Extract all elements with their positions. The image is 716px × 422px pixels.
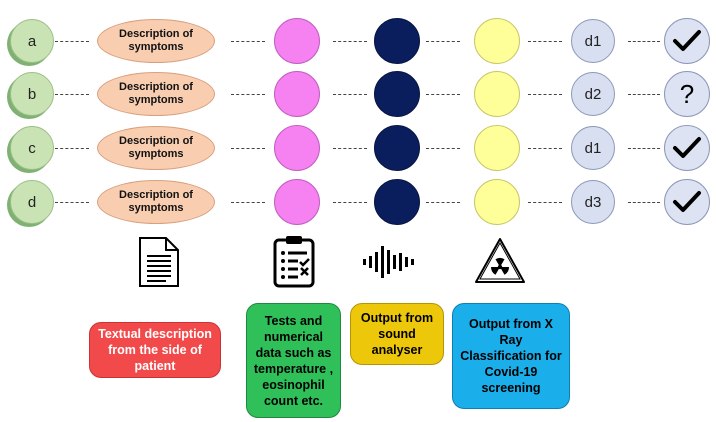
- checkmark-icon: [672, 29, 702, 53]
- sound-node: [374, 71, 420, 117]
- symptom-description-label: Description of symptoms: [119, 135, 193, 160]
- connector-line: [426, 41, 460, 42]
- connector-line: [528, 148, 562, 149]
- patient-node: b: [10, 72, 54, 116]
- symptom-description-label: Description of symptoms: [119, 28, 193, 53]
- tests-node: [274, 179, 320, 225]
- connector-line: [55, 148, 89, 149]
- connector-line: [55, 202, 89, 203]
- checkmark-icon: [672, 190, 702, 214]
- patient-node: d: [10, 180, 54, 224]
- diagnosis-node: d2: [571, 72, 615, 116]
- connector-line: [231, 94, 265, 95]
- symptom-description-label: Description of symptoms: [119, 81, 193, 106]
- sound-node: [374, 179, 420, 225]
- clipboard-checklist-icon: [273, 236, 315, 288]
- symptom-description-node: Description of symptoms: [97, 19, 215, 63]
- diagnosis-label: d2: [584, 85, 602, 103]
- xray-output-label: Output from X Ray Classification for Cov…: [460, 317, 562, 395]
- connector-line: [426, 148, 460, 149]
- tests-data-box: Tests and numerical data such as tempera…: [246, 303, 341, 418]
- symptom-description-node: Description of symptoms: [97, 72, 215, 116]
- radiation-warning-icon: [475, 238, 525, 283]
- diagnosis-node: d1: [571, 19, 615, 63]
- tests-node: [274, 18, 320, 64]
- question-mark-icon: ?: [679, 78, 695, 109]
- connector-line: [528, 202, 562, 203]
- symptom-description-node: Description of symptoms: [97, 180, 215, 224]
- patient-label: b: [27, 85, 37, 103]
- tests-node: [274, 125, 320, 171]
- connector-line: [333, 202, 367, 203]
- connector-line: [426, 94, 460, 95]
- result-node: ?: [664, 71, 710, 117]
- xray-node: [474, 71, 520, 117]
- connector-line: [628, 41, 660, 42]
- diagnosis-label: d1: [584, 139, 602, 157]
- result-node: [664, 18, 710, 64]
- connector-line: [333, 41, 367, 42]
- sound-analyser-box: Output from sound analyser: [350, 303, 444, 365]
- diagnosis-node: d1: [571, 126, 615, 170]
- diagnosis-node: d3: [571, 180, 615, 224]
- patient-node: c: [10, 126, 54, 170]
- result-node: [664, 179, 710, 225]
- sound-analyser-label: Output from sound analyser: [360, 311, 434, 357]
- connector-line: [55, 94, 89, 95]
- xray-node: [474, 125, 520, 171]
- connector-line: [333, 94, 367, 95]
- connector-line: [628, 94, 660, 95]
- connector-line: [628, 148, 660, 149]
- connector-line: [231, 202, 265, 203]
- symptom-description-node: Description of symptoms: [97, 126, 215, 170]
- sound-node: [374, 18, 420, 64]
- xray-node: [474, 18, 520, 64]
- textual-description-label: Textual description from the side of pat…: [98, 327, 212, 373]
- connector-line: [231, 41, 265, 42]
- connector-line: [426, 202, 460, 203]
- patient-label: a: [27, 32, 37, 50]
- connector-line: [528, 94, 562, 95]
- diagnosis-label: d3: [584, 193, 602, 211]
- connector-line: [55, 41, 89, 42]
- checkmark-icon: [672, 136, 702, 160]
- patient-label: c: [28, 139, 36, 157]
- xray-output-box: Output from X Ray Classification for Cov…: [452, 303, 570, 409]
- tests-node: [274, 71, 320, 117]
- document-icon: [139, 237, 179, 287]
- xray-node: [474, 179, 520, 225]
- diagnosis-label: d1: [584, 32, 602, 50]
- connector-line: [231, 148, 265, 149]
- sound-node: [374, 125, 420, 171]
- patient-node: a: [10, 19, 54, 63]
- textual-description-box: Textual description from the side of pat…: [89, 322, 221, 378]
- connector-line: [528, 41, 562, 42]
- sound-wave-icon: [363, 246, 414, 278]
- patient-label: d: [27, 193, 37, 211]
- symptom-description-label: Description of symptoms: [119, 189, 193, 214]
- connector-line: [628, 202, 660, 203]
- result-node: [664, 125, 710, 171]
- connector-line: [333, 148, 367, 149]
- tests-data-label: Tests and numerical data such as tempera…: [253, 313, 334, 408]
